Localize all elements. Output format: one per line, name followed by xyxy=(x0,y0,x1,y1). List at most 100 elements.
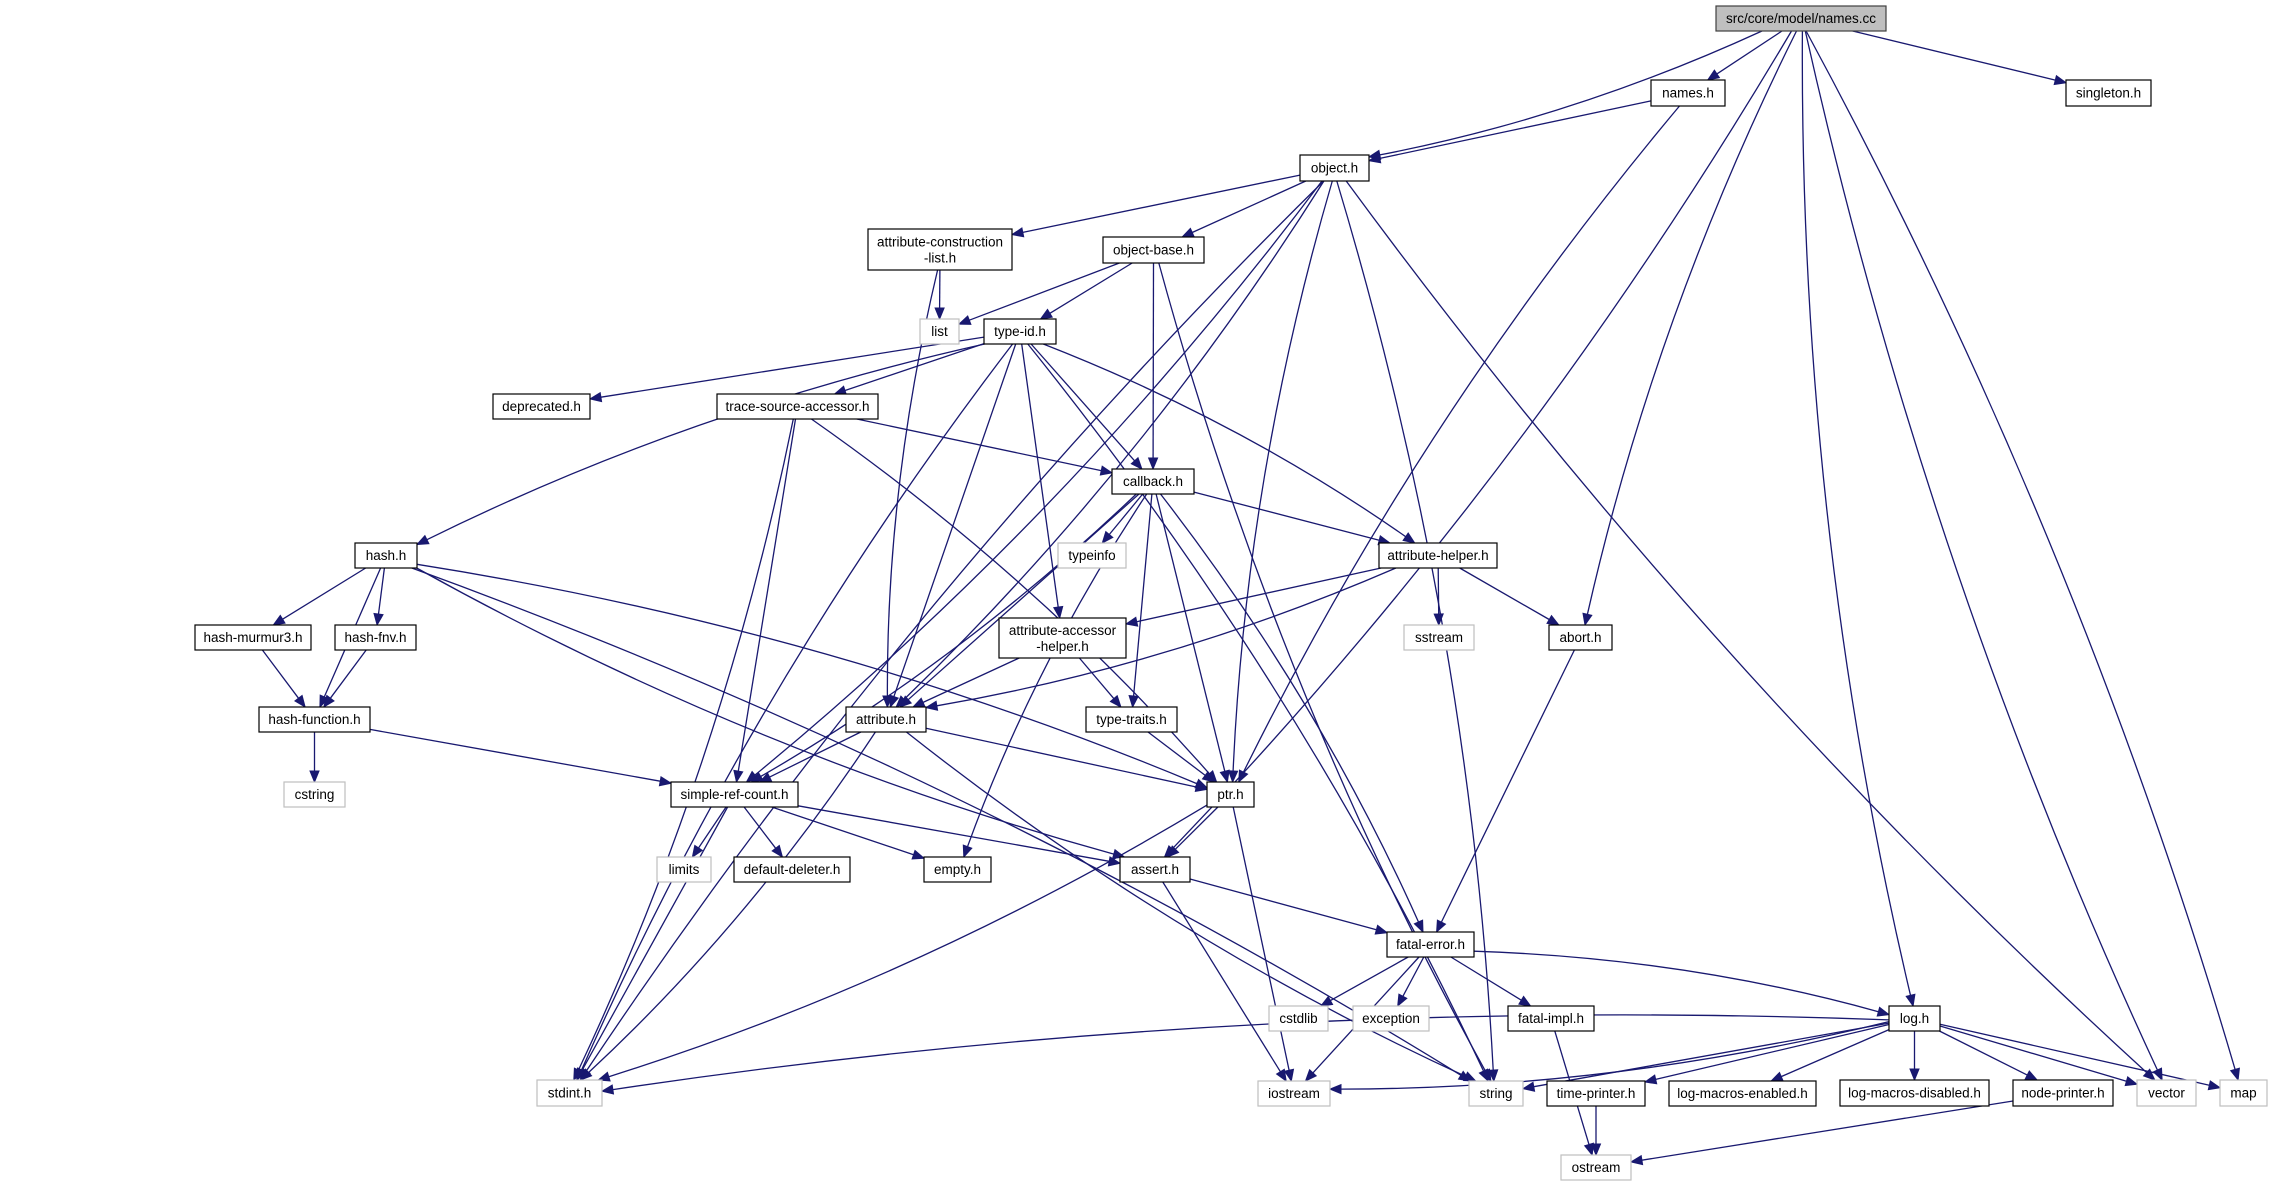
node-default-deleter[interactable]: default-deleter.h xyxy=(733,856,851,883)
node-type-traits[interactable]: type-traits.h xyxy=(1085,706,1178,733)
node-log[interactable]: log.h xyxy=(1888,1005,1941,1032)
node-vector: vector xyxy=(2136,1079,2197,1107)
node-box xyxy=(2065,79,2152,107)
node-object-h[interactable]: object.h xyxy=(1299,154,1370,182)
node-label-line: attribute-construction xyxy=(877,234,1003,249)
node-trace-src[interactable]: trace-source-accessor.h xyxy=(716,393,879,420)
node-box xyxy=(1403,624,1475,651)
edge-callback-to-fatal_error xyxy=(1159,493,1420,923)
arrowhead-icon xyxy=(1124,616,1139,627)
edge-hash_fnv-to-hash_func xyxy=(329,649,367,699)
node-abort[interactable]: abort.h xyxy=(1548,624,1613,651)
edge-assert-to-fatal_error xyxy=(1189,878,1377,931)
edge-hash-to-assert xyxy=(416,567,1114,855)
node-label: hash-murmur3.h xyxy=(203,630,302,645)
node-fatal-impl[interactable]: fatal-impl.h xyxy=(1507,1005,1595,1032)
arrowhead-icon xyxy=(1905,993,1916,1008)
node-box xyxy=(656,856,712,883)
edge-simple_ref-to-empty xyxy=(771,806,914,856)
node-empty[interactable]: empty.h xyxy=(923,856,992,883)
node-attr-constr[interactable]: attribute-construction-list.h xyxy=(867,228,1013,271)
node-deprecated[interactable]: deprecated.h xyxy=(492,393,591,420)
node-label: names.h xyxy=(1662,86,1714,101)
node-names-h[interactable]: names.h xyxy=(1650,79,1726,107)
node-log-en[interactable]: log-macros-enabled.h xyxy=(1668,1080,1817,1107)
node-box xyxy=(919,318,960,345)
edge-log-to-iostream xyxy=(1340,1020,1890,1090)
node-box xyxy=(1299,154,1370,182)
node-time-printer[interactable]: time-printer.h xyxy=(1546,1080,1646,1107)
node-map: map xyxy=(2219,1079,2268,1107)
node-label: type-id.h xyxy=(994,324,1046,339)
node-string: string xyxy=(1468,1080,1524,1107)
node-type-id[interactable]: type-id.h xyxy=(983,318,1057,345)
node-label: list xyxy=(931,324,948,339)
arrowhead-icon xyxy=(1147,457,1159,471)
node-attr-helper[interactable]: attribute-helper.h xyxy=(1378,542,1498,569)
edge-hash-to-hash_murmur xyxy=(282,567,367,620)
node-hash[interactable]: hash.h xyxy=(354,542,418,569)
edges-layer xyxy=(261,30,2240,1166)
node-singleton-h[interactable]: singleton.h xyxy=(2065,79,2152,107)
edge-object_base-to-string xyxy=(1158,262,1487,1072)
node-label: sstream xyxy=(1415,630,1463,645)
arrowhead-icon xyxy=(2024,1070,2039,1081)
arrowhead-icon xyxy=(1194,781,1209,793)
node-object-base[interactable]: object-base.h xyxy=(1102,236,1205,264)
node-box xyxy=(194,624,312,651)
edge-type_id-to-hash xyxy=(426,343,985,541)
node-fatal-error[interactable]: fatal-error.h xyxy=(1386,931,1475,958)
arrowhead-icon xyxy=(1433,613,1444,627)
node-node-printer[interactable]: node-printer.h xyxy=(2012,1079,2114,1107)
arrowhead-icon xyxy=(924,700,939,711)
edge-trace_src-to-callback xyxy=(856,418,1102,472)
edge-log-to-stdint xyxy=(612,1014,1890,1091)
node-limits: limits xyxy=(656,856,712,883)
edge-attr_acc_helper-to-attribute xyxy=(922,657,1020,703)
arrowhead-icon xyxy=(1283,1068,1295,1083)
node-label: cstring xyxy=(295,787,335,802)
arrowhead-icon xyxy=(1052,605,1064,620)
edge-names_cc-to-object_h xyxy=(1379,30,1763,156)
edge-names_cc-to-map xyxy=(1805,30,2236,1070)
arrowhead-icon xyxy=(2124,1075,2139,1087)
node-box xyxy=(1268,1005,1329,1032)
node-box xyxy=(845,706,927,733)
arrowhead-icon xyxy=(1546,614,1560,626)
edge-names_cc-to-vector xyxy=(1804,30,2158,1071)
node-box xyxy=(2012,1079,2114,1107)
node-names-cc[interactable]: src/core/model/names.cc xyxy=(1715,5,1887,32)
arrowhead-icon xyxy=(1111,848,1126,859)
edge-names_cc-to-names_h xyxy=(1716,30,1783,75)
node-label-line: -helper.h xyxy=(1036,639,1089,654)
node-ptr[interactable]: ptr.h xyxy=(1206,781,1255,808)
node-callback[interactable]: callback.h xyxy=(1111,468,1195,495)
edge-attr_acc_helper-to-type_traits xyxy=(1078,657,1115,700)
arrowhead-icon xyxy=(2142,1068,2156,1081)
node-box xyxy=(1085,706,1178,733)
edge-attribute-to-simple_ref xyxy=(769,731,862,778)
node-hash-func[interactable]: hash-function.h xyxy=(258,706,371,733)
arrowhead-icon xyxy=(1462,1071,1477,1082)
node-box xyxy=(998,617,1127,659)
node-hash-murmur[interactable]: hash-murmur3.h xyxy=(194,624,312,651)
edge-type_id-to-attr_acc_helper xyxy=(1021,343,1059,608)
node-log-dis[interactable]: log-macros-disabled.h xyxy=(1839,1079,1990,1107)
node-attribute[interactable]: attribute.h xyxy=(845,706,927,733)
node-label: log-macros-enabled.h xyxy=(1677,1086,1808,1101)
edge-type_id-to-trace_src xyxy=(844,342,985,392)
node-assert[interactable]: assert.h xyxy=(1119,856,1191,883)
arrowhead-icon xyxy=(1521,1081,1536,1092)
node-label: type-traits.h xyxy=(1096,712,1167,727)
node-hash-fnv[interactable]: hash-fnv.h xyxy=(334,624,417,651)
edge-callback-to-attribute xyxy=(907,493,1140,701)
node-simple-ref[interactable]: simple-ref-count.h xyxy=(670,781,799,808)
arrowhead-icon xyxy=(1180,227,1195,238)
arrowhead-icon xyxy=(1107,856,1122,867)
node-box xyxy=(1650,79,1726,107)
edge-attr_helper-to-abort xyxy=(1459,567,1550,621)
node-label: abort.h xyxy=(1559,630,1601,645)
node-box xyxy=(1468,1080,1524,1107)
node-attr-acc-helper[interactable]: attribute-accessor-helper.h xyxy=(998,617,1127,659)
